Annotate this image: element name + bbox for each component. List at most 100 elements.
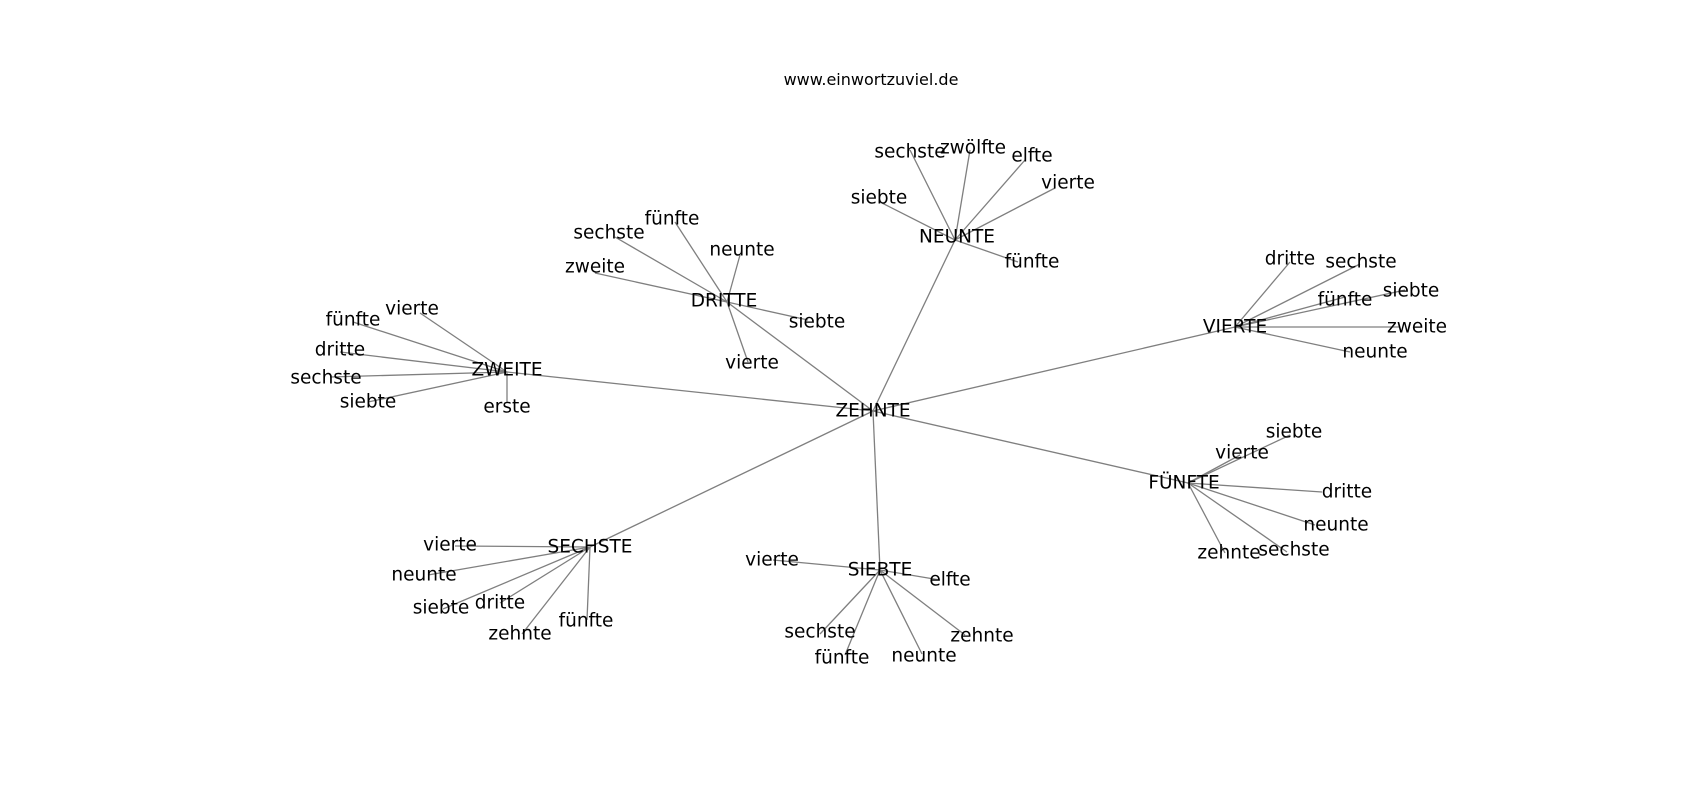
leaf-node-label: dritte bbox=[315, 340, 365, 361]
edge-vierte-to-leaf-3 bbox=[1234, 289, 1406, 328]
edge-zweite-to-leaf-1 bbox=[352, 321, 508, 373]
leaf-node-label: dritte bbox=[1265, 249, 1315, 270]
leaf-node-label: fünfte bbox=[326, 310, 381, 331]
edge-center-to-neunte bbox=[872, 239, 956, 412]
leaf-node-label: siebte bbox=[1266, 422, 1323, 443]
leaf-node-label: sechste bbox=[290, 368, 361, 389]
edge-siebte-to-leaf-4 bbox=[844, 569, 881, 656]
edge-dritte-to-leaf-3 bbox=[594, 272, 728, 303]
edge-vierte-to-leaf-1 bbox=[1234, 263, 1361, 328]
edge-neunte-to-leaf-2 bbox=[954, 159, 1026, 241]
edge-vierte-to-leaf-2 bbox=[1234, 296, 1346, 328]
edge-dritte-to-leaf-1 bbox=[614, 236, 728, 303]
leaf-node-label: neunte bbox=[709, 240, 774, 261]
leaf-node-label: neunte bbox=[891, 646, 956, 667]
edge-sechste-to-leaf-3 bbox=[442, 546, 591, 610]
edge-fünfte-to-leaf-0 bbox=[1187, 434, 1291, 484]
edge-zweite-to-leaf-0 bbox=[419, 312, 508, 373]
leaf-node-label: elfte bbox=[929, 570, 970, 591]
hub-node-label: SECHSTE bbox=[548, 537, 633, 558]
edge-center-to-fünfte bbox=[872, 410, 1189, 484]
leaf-node-label: vierte bbox=[385, 299, 439, 320]
graph-edges bbox=[329, 149, 1406, 656]
leaf-node-label: sechste bbox=[784, 622, 855, 643]
leaf-node-label: dritte bbox=[1322, 482, 1372, 503]
edge-sechste-to-leaf-2 bbox=[499, 546, 591, 604]
leaf-node-label: siebte bbox=[851, 188, 908, 209]
leaf-node-label: sechste bbox=[573, 223, 644, 244]
leaf-node-label: fünfte bbox=[1318, 290, 1373, 311]
hub-node-label: VIERTE bbox=[1203, 317, 1267, 338]
leaf-node-label: vierte bbox=[725, 353, 779, 374]
edge-zweite-to-leaf-2 bbox=[339, 351, 508, 373]
edge-fünfte-to-leaf-4 bbox=[1187, 482, 1226, 554]
edge-dritte-to-leaf-0 bbox=[674, 221, 728, 303]
leaf-node-label: fünfte bbox=[815, 648, 870, 669]
edge-siebte-to-leaf-5 bbox=[879, 569, 923, 655]
edge-neunte-to-leaf-4 bbox=[879, 201, 956, 241]
center-node-label: ZEHNTE bbox=[835, 401, 910, 422]
leaf-node-label: fünfte bbox=[645, 209, 700, 230]
edge-sechste-to-leaf-5 bbox=[521, 546, 591, 635]
edge-siebte-to-leaf-0 bbox=[772, 559, 881, 571]
leaf-node-label: fünfte bbox=[559, 611, 614, 632]
edge-center-to-sechste bbox=[589, 410, 874, 548]
edge-dritte-to-leaf-2 bbox=[726, 254, 741, 303]
edge-neunte-to-leaf-1 bbox=[954, 149, 971, 241]
hub-node-label: NEUNTE bbox=[919, 227, 995, 248]
leaf-node-label: siebte bbox=[340, 392, 397, 413]
edge-fünfte-to-leaf-3 bbox=[1187, 482, 1316, 526]
leaf-node-label: siebte bbox=[1383, 281, 1440, 302]
leaf-node-label: neunte bbox=[1303, 515, 1368, 536]
edge-vierte-to-leaf-0 bbox=[1234, 261, 1291, 328]
edge-neunte-to-leaf-5 bbox=[954, 239, 1019, 263]
leaf-node-label: vierte bbox=[423, 535, 477, 556]
edge-sechste-to-leaf-1 bbox=[427, 546, 591, 576]
hub-node-label: ZWEITE bbox=[471, 360, 542, 381]
hub-node-label: DRITTE bbox=[691, 291, 758, 312]
edge-sechste-to-leaf-4 bbox=[586, 546, 591, 621]
edge-siebte-to-leaf-1 bbox=[879, 569, 941, 581]
edge-center-to-siebte bbox=[872, 410, 881, 571]
leaf-node-label: zehnte bbox=[1197, 543, 1260, 564]
leaf-node-label: dritte bbox=[475, 593, 525, 614]
leaf-node-label: sechste bbox=[1258, 540, 1329, 561]
edge-neunte-to-leaf-3 bbox=[954, 187, 1056, 241]
leaf-node-label: zehnte bbox=[488, 624, 551, 645]
leaf-node-label: sechste bbox=[1325, 252, 1396, 273]
leaf-node-label: vierte bbox=[1041, 173, 1095, 194]
leaf-node-label: neunte bbox=[1342, 342, 1407, 363]
leaf-node-label: siebte bbox=[789, 312, 846, 333]
hub-node-label: SIEBTE bbox=[848, 560, 913, 581]
edge-dritte-to-leaf-5 bbox=[726, 301, 749, 363]
leaf-node-label: vierte bbox=[1215, 443, 1269, 464]
edge-center-to-dritte bbox=[726, 301, 874, 412]
leaf-node-label: zweite bbox=[565, 257, 625, 278]
leaf-node-label: fünfte bbox=[1005, 252, 1060, 273]
leaf-node-label: sechste bbox=[874, 142, 945, 163]
edge-center-to-vierte bbox=[872, 326, 1236, 412]
edge-dritte-to-leaf-4 bbox=[726, 301, 809, 321]
edge-center-to-zweite bbox=[506, 371, 874, 412]
edge-siebte-to-leaf-3 bbox=[879, 569, 966, 636]
leaf-node-label: siebte bbox=[413, 598, 470, 619]
edge-sechste-to-leaf-0 bbox=[454, 545, 591, 548]
leaf-node-label: vierte bbox=[745, 550, 799, 571]
edge-zweite-to-leaf-4 bbox=[367, 371, 508, 403]
edge-fünfte-to-leaf-1 bbox=[1187, 454, 1241, 484]
edge-fünfte-to-leaf-5 bbox=[1187, 482, 1288, 553]
site-url: www.einwortzuviel.de bbox=[783, 70, 959, 89]
hub-node-label: FÜNFTE bbox=[1148, 472, 1219, 494]
edge-neunte-to-leaf-0 bbox=[909, 149, 956, 241]
edge-siebte-to-leaf-2 bbox=[819, 569, 881, 635]
edge-zweite-to-leaf-3 bbox=[329, 371, 508, 378]
leaf-node-label: erste bbox=[483, 397, 530, 418]
edge-fünfte-to-leaf-2 bbox=[1187, 482, 1323, 493]
leaf-node-label: zweite bbox=[1387, 317, 1447, 338]
edge-vierte-to-leaf-5 bbox=[1234, 326, 1351, 353]
leaf-node-label: zwölfte bbox=[940, 138, 1006, 159]
leaf-node-label: neunte bbox=[391, 565, 456, 586]
leaf-node-label: zehnte bbox=[950, 626, 1013, 647]
